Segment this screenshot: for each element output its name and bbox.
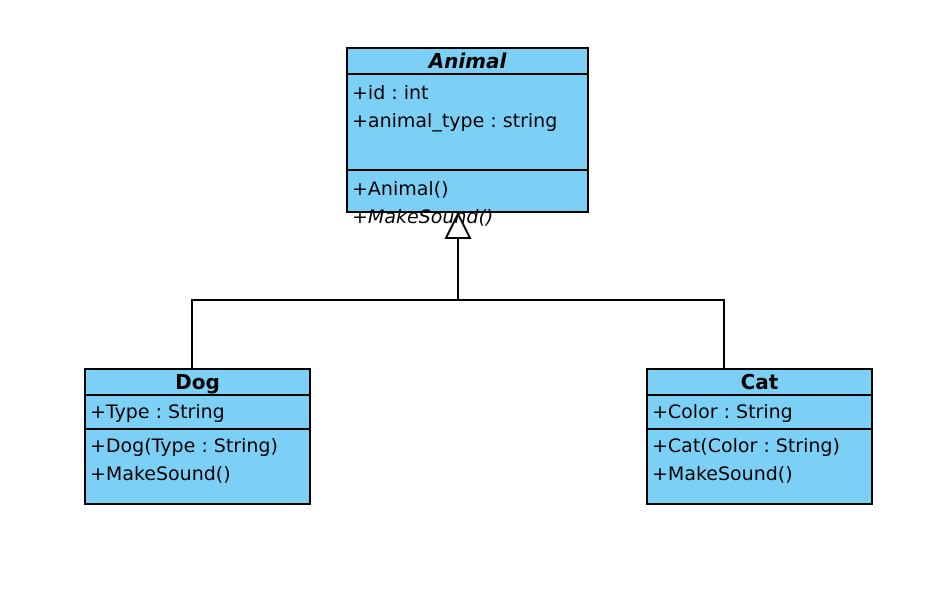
attributes-section: +Color : String — [648, 396, 871, 430]
operation: +Dog(Type : String) — [90, 435, 278, 457]
attribute: +Type : String — [90, 401, 225, 423]
class-name: Dog — [86, 370, 309, 396]
operation: +Animal() — [352, 178, 449, 200]
attribute: +Color : String — [652, 401, 793, 423]
generalization-arrowhead-icon — [444, 211, 472, 239]
class-animal[interactable]: Animal +id : int +animal_type : string +… — [346, 47, 589, 228]
operations-section: +Cat(Color : String) +MakeSound() — [648, 430, 871, 488]
class-dog[interactable]: Dog +Type : String +Dog(Type : String) +… — [84, 368, 311, 505]
operation: +Cat(Color : String) — [652, 435, 840, 457]
attributes-section: +id : int +animal_type : string — [348, 75, 587, 171]
class-name: Cat — [648, 370, 871, 396]
operation: +MakeSound() — [90, 463, 231, 485]
attributes-section: +Type : String — [86, 396, 309, 430]
operations-section: +Animal() +MakeSound() — [348, 171, 587, 231]
abstract-operation: +MakeSound() — [352, 206, 494, 228]
dog-generalization-line — [191, 238, 459, 368]
class-name: Animal — [348, 49, 587, 75]
attribute: +animal_type : string — [352, 110, 558, 132]
operations-section: +Dog(Type : String) +MakeSound() — [86, 430, 309, 488]
class-cat[interactable]: Cat +Color : String +Cat(Color : String)… — [646, 368, 873, 505]
cat-generalization-line — [458, 299, 725, 368]
operation: +MakeSound() — [652, 463, 793, 485]
attribute: +id : int — [352, 82, 429, 104]
